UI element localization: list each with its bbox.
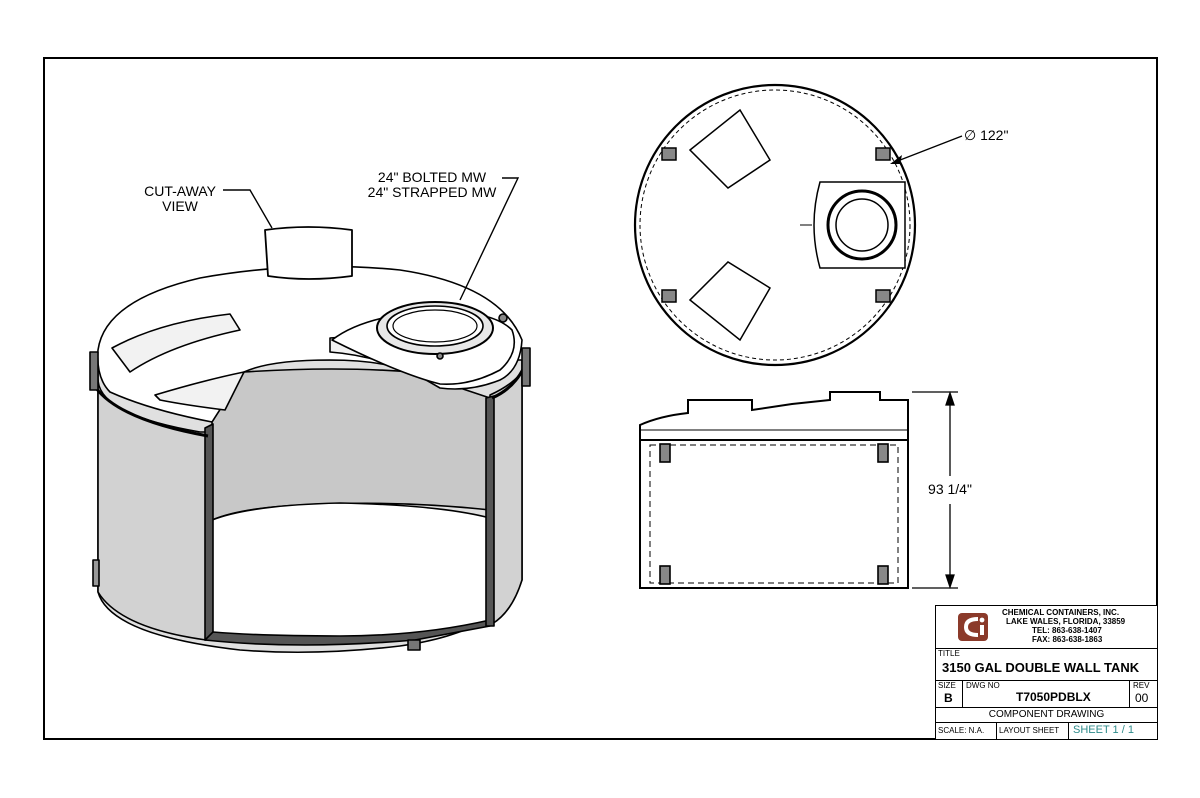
top-manway-ring: [826, 189, 898, 261]
height-label: 93 1/4": [928, 481, 972, 497]
scale-value: SCALE: N.A.: [938, 726, 985, 735]
interior-floor: [211, 502, 491, 641]
rev-cell: REV 00: [1129, 680, 1158, 707]
tie-down-clip: [89, 351, 99, 391]
side-body: [639, 439, 909, 589]
title-row: TITLE 3150 GAL DOUBLE WALL TANK: [936, 648, 1157, 681]
size-label: SIZE: [938, 681, 956, 690]
layout-value: LAYOUT SHEET: [999, 726, 1060, 735]
cutaway-leader: [223, 189, 273, 229]
scale-cell: SCALE: N.A.: [936, 722, 997, 739]
dwg-no-label: DWG NO: [966, 681, 1000, 690]
dwg-no-value: T7050PDBLX: [1016, 690, 1091, 704]
cutaway-label: CUT-AWAY VIEW: [138, 184, 222, 214]
dwg-row: SIZE B DWG NO T7050PDBLX REV 00: [936, 680, 1157, 708]
manway-leader: [459, 177, 520, 301]
top-clip: [875, 147, 891, 161]
company-address: LAKE WALES, FLORIDA, 33859: [1006, 617, 1126, 626]
diameter-label: ∅ 122": [964, 127, 1009, 143]
cut-edge-right: [485, 395, 495, 627]
scale-row: SCALE: N.A. LAYOUT SHEET SHEET 1 / 1: [936, 722, 1157, 739]
company-tel: TEL: 863-638-1407: [1032, 626, 1102, 635]
company-row: CHEMICAL CONTAINERS, INC. LAKE WALES, FL…: [936, 606, 1157, 649]
cut-edge-bottom: [204, 619, 491, 646]
layout-cell: LAYOUT SHEET: [996, 722, 1069, 739]
dome-rib-1: [111, 313, 241, 373]
size-cell: SIZE B: [936, 680, 963, 707]
height-dimension: [912, 390, 958, 590]
cut-edge-left: [204, 423, 214, 641]
top-view-inner-circle: [639, 89, 911, 361]
title-label: TITLE: [938, 649, 960, 658]
side-clip: [877, 443, 889, 463]
rev-value: 00: [1135, 691, 1149, 705]
top-clip: [661, 289, 677, 303]
tie-down-clip: [521, 347, 531, 387]
manway-label-line2: 24" STRAPPED MW: [367, 184, 497, 200]
top-clip: [661, 147, 677, 161]
manway-bolt: [436, 352, 444, 360]
cutaway-section-block: [264, 226, 353, 280]
top-view: [633, 83, 917, 367]
diameter-arrow: [890, 155, 902, 164]
drawing-border: [43, 57, 1158, 740]
dome-rib-2: [154, 371, 245, 411]
rev-label: REV: [1133, 681, 1150, 690]
manway-lid: [392, 309, 478, 343]
manway-label: 24" BOLTED MW 24" STRAPPED MW: [362, 170, 502, 200]
top-manway-inner: [835, 198, 889, 252]
title-block: CHEMICAL CONTAINERS, INC. LAKE WALES, FL…: [935, 605, 1158, 740]
shell-right-face: [489, 371, 523, 625]
company-fax: FAX: 863-638-1863: [1032, 635, 1103, 644]
manway-bolt: [498, 313, 508, 323]
company-name: CHEMICAL CONTAINERS, INC.: [1002, 608, 1120, 617]
size-value: B: [944, 691, 953, 705]
side-clip: [659, 565, 671, 585]
cutaway-label-line1: CUT-AWAY: [144, 183, 216, 199]
sheet-value: SHEET 1 / 1: [1073, 724, 1134, 736]
top-rib: [688, 261, 772, 342]
isometric-cutaway-view: [89, 226, 531, 654]
diameter-leader: [894, 135, 963, 163]
manway-label-line1: 24" BOLTED MW: [377, 169, 487, 185]
tie-down-clip: [92, 559, 100, 587]
dome-rim: [94, 387, 209, 438]
side-dome: [639, 391, 909, 441]
drawing-title: 3150 GAL DOUBLE WALL TANK: [942, 660, 1140, 675]
interior-back-wall: [211, 368, 491, 521]
side-clip: [877, 565, 889, 585]
side-view: [639, 391, 909, 589]
drawing-type: COMPONENT DRAWING: [988, 709, 1105, 720]
tie-down-clip: [407, 639, 421, 651]
drawing-type-row: COMPONENT DRAWING: [936, 707, 1157, 723]
top-rib: [688, 108, 772, 189]
side-body-inner: [649, 444, 899, 584]
side-clip: [659, 443, 671, 463]
cutaway-label-line2: VIEW: [162, 198, 198, 214]
top-clip: [875, 289, 891, 303]
company-logo: [956, 611, 990, 643]
